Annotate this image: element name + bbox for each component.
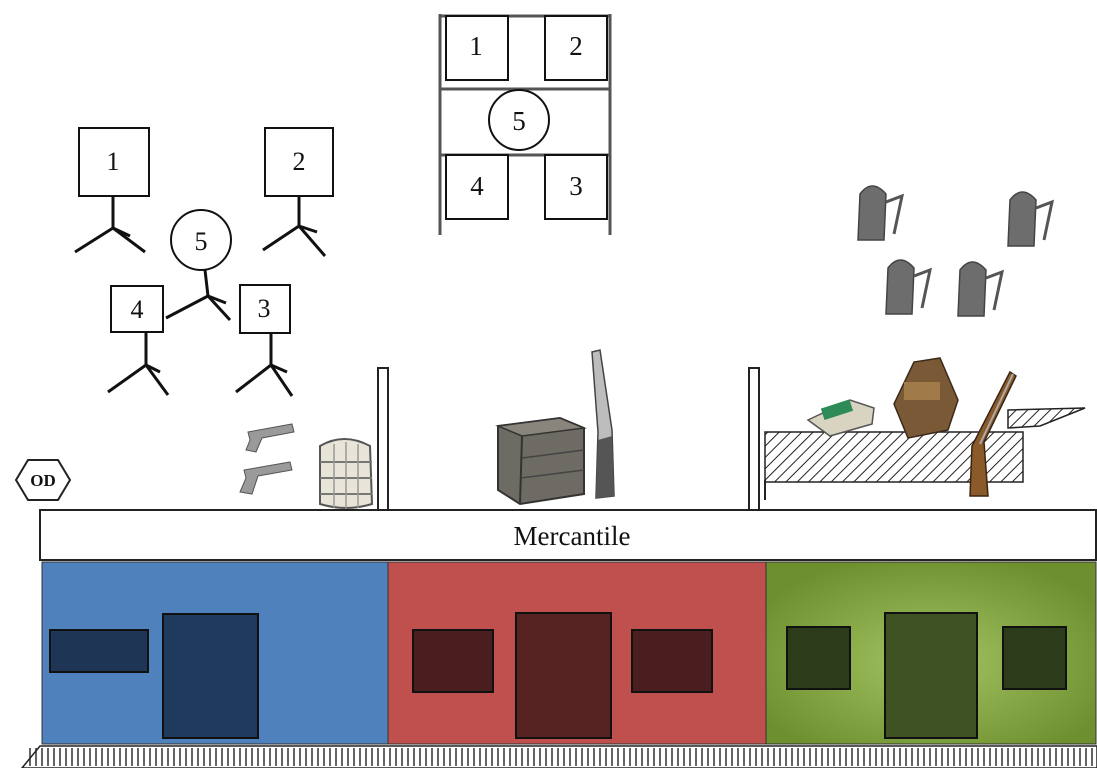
window xyxy=(49,629,149,673)
frame-target-1-label: 1 xyxy=(469,31,483,61)
steel-plate-target-icon xyxy=(885,259,933,315)
mercantile-sign: Mercantile xyxy=(39,509,1097,561)
target-3-label: 3 xyxy=(258,294,271,323)
frame-target-1 xyxy=(445,15,509,81)
window xyxy=(631,629,713,693)
window xyxy=(1002,626,1067,690)
target-1 xyxy=(74,127,150,254)
boardwalk xyxy=(21,745,1097,768)
od-label: OD xyxy=(30,471,56,490)
steel-plate-target-icon xyxy=(857,185,905,241)
target-3 xyxy=(235,284,294,397)
target-1-label: 1 xyxy=(107,147,120,176)
window xyxy=(412,629,494,693)
frame-target-2 xyxy=(544,15,608,81)
frame-target-4 xyxy=(445,154,509,220)
wall-post-left xyxy=(377,367,389,511)
target-5 xyxy=(165,209,232,322)
rifle-icon xyxy=(969,370,1017,497)
framed-targets: 1 2 5 4 3 xyxy=(438,14,612,235)
window xyxy=(786,626,851,690)
target-4 xyxy=(107,285,170,396)
frame-target-4-label: 4 xyxy=(470,171,484,201)
cash-register-icon xyxy=(806,357,959,439)
revolver-icon xyxy=(239,423,295,495)
crate-icon xyxy=(495,416,587,506)
target-4-label: 4 xyxy=(131,295,144,324)
target-2 xyxy=(262,127,334,257)
target-5-label: 5 xyxy=(195,227,208,256)
door xyxy=(884,612,978,739)
od-marker: OD xyxy=(14,459,72,501)
stick-figure-targets: 1 2 5 4 xyxy=(74,127,334,397)
shotgun-icon xyxy=(591,349,615,499)
frame-target-5-label: 5 xyxy=(512,106,526,136)
door xyxy=(162,613,259,739)
door xyxy=(515,612,612,739)
frame-target-5 xyxy=(488,89,550,151)
steel-plate-target-icon xyxy=(1007,191,1055,247)
frame-target-3-label: 3 xyxy=(569,171,583,201)
sign-text: Mercantile xyxy=(514,521,631,551)
building-facade xyxy=(41,561,1097,745)
steel-plate-targets xyxy=(857,185,1055,317)
steel-plate-target-icon xyxy=(957,261,1005,317)
frame-target-3 xyxy=(544,154,608,220)
target-2-label: 2 xyxy=(293,147,306,176)
frame-target-2-label: 2 xyxy=(569,31,583,61)
wall-post-right xyxy=(748,367,760,511)
barrel-icon xyxy=(319,438,374,510)
